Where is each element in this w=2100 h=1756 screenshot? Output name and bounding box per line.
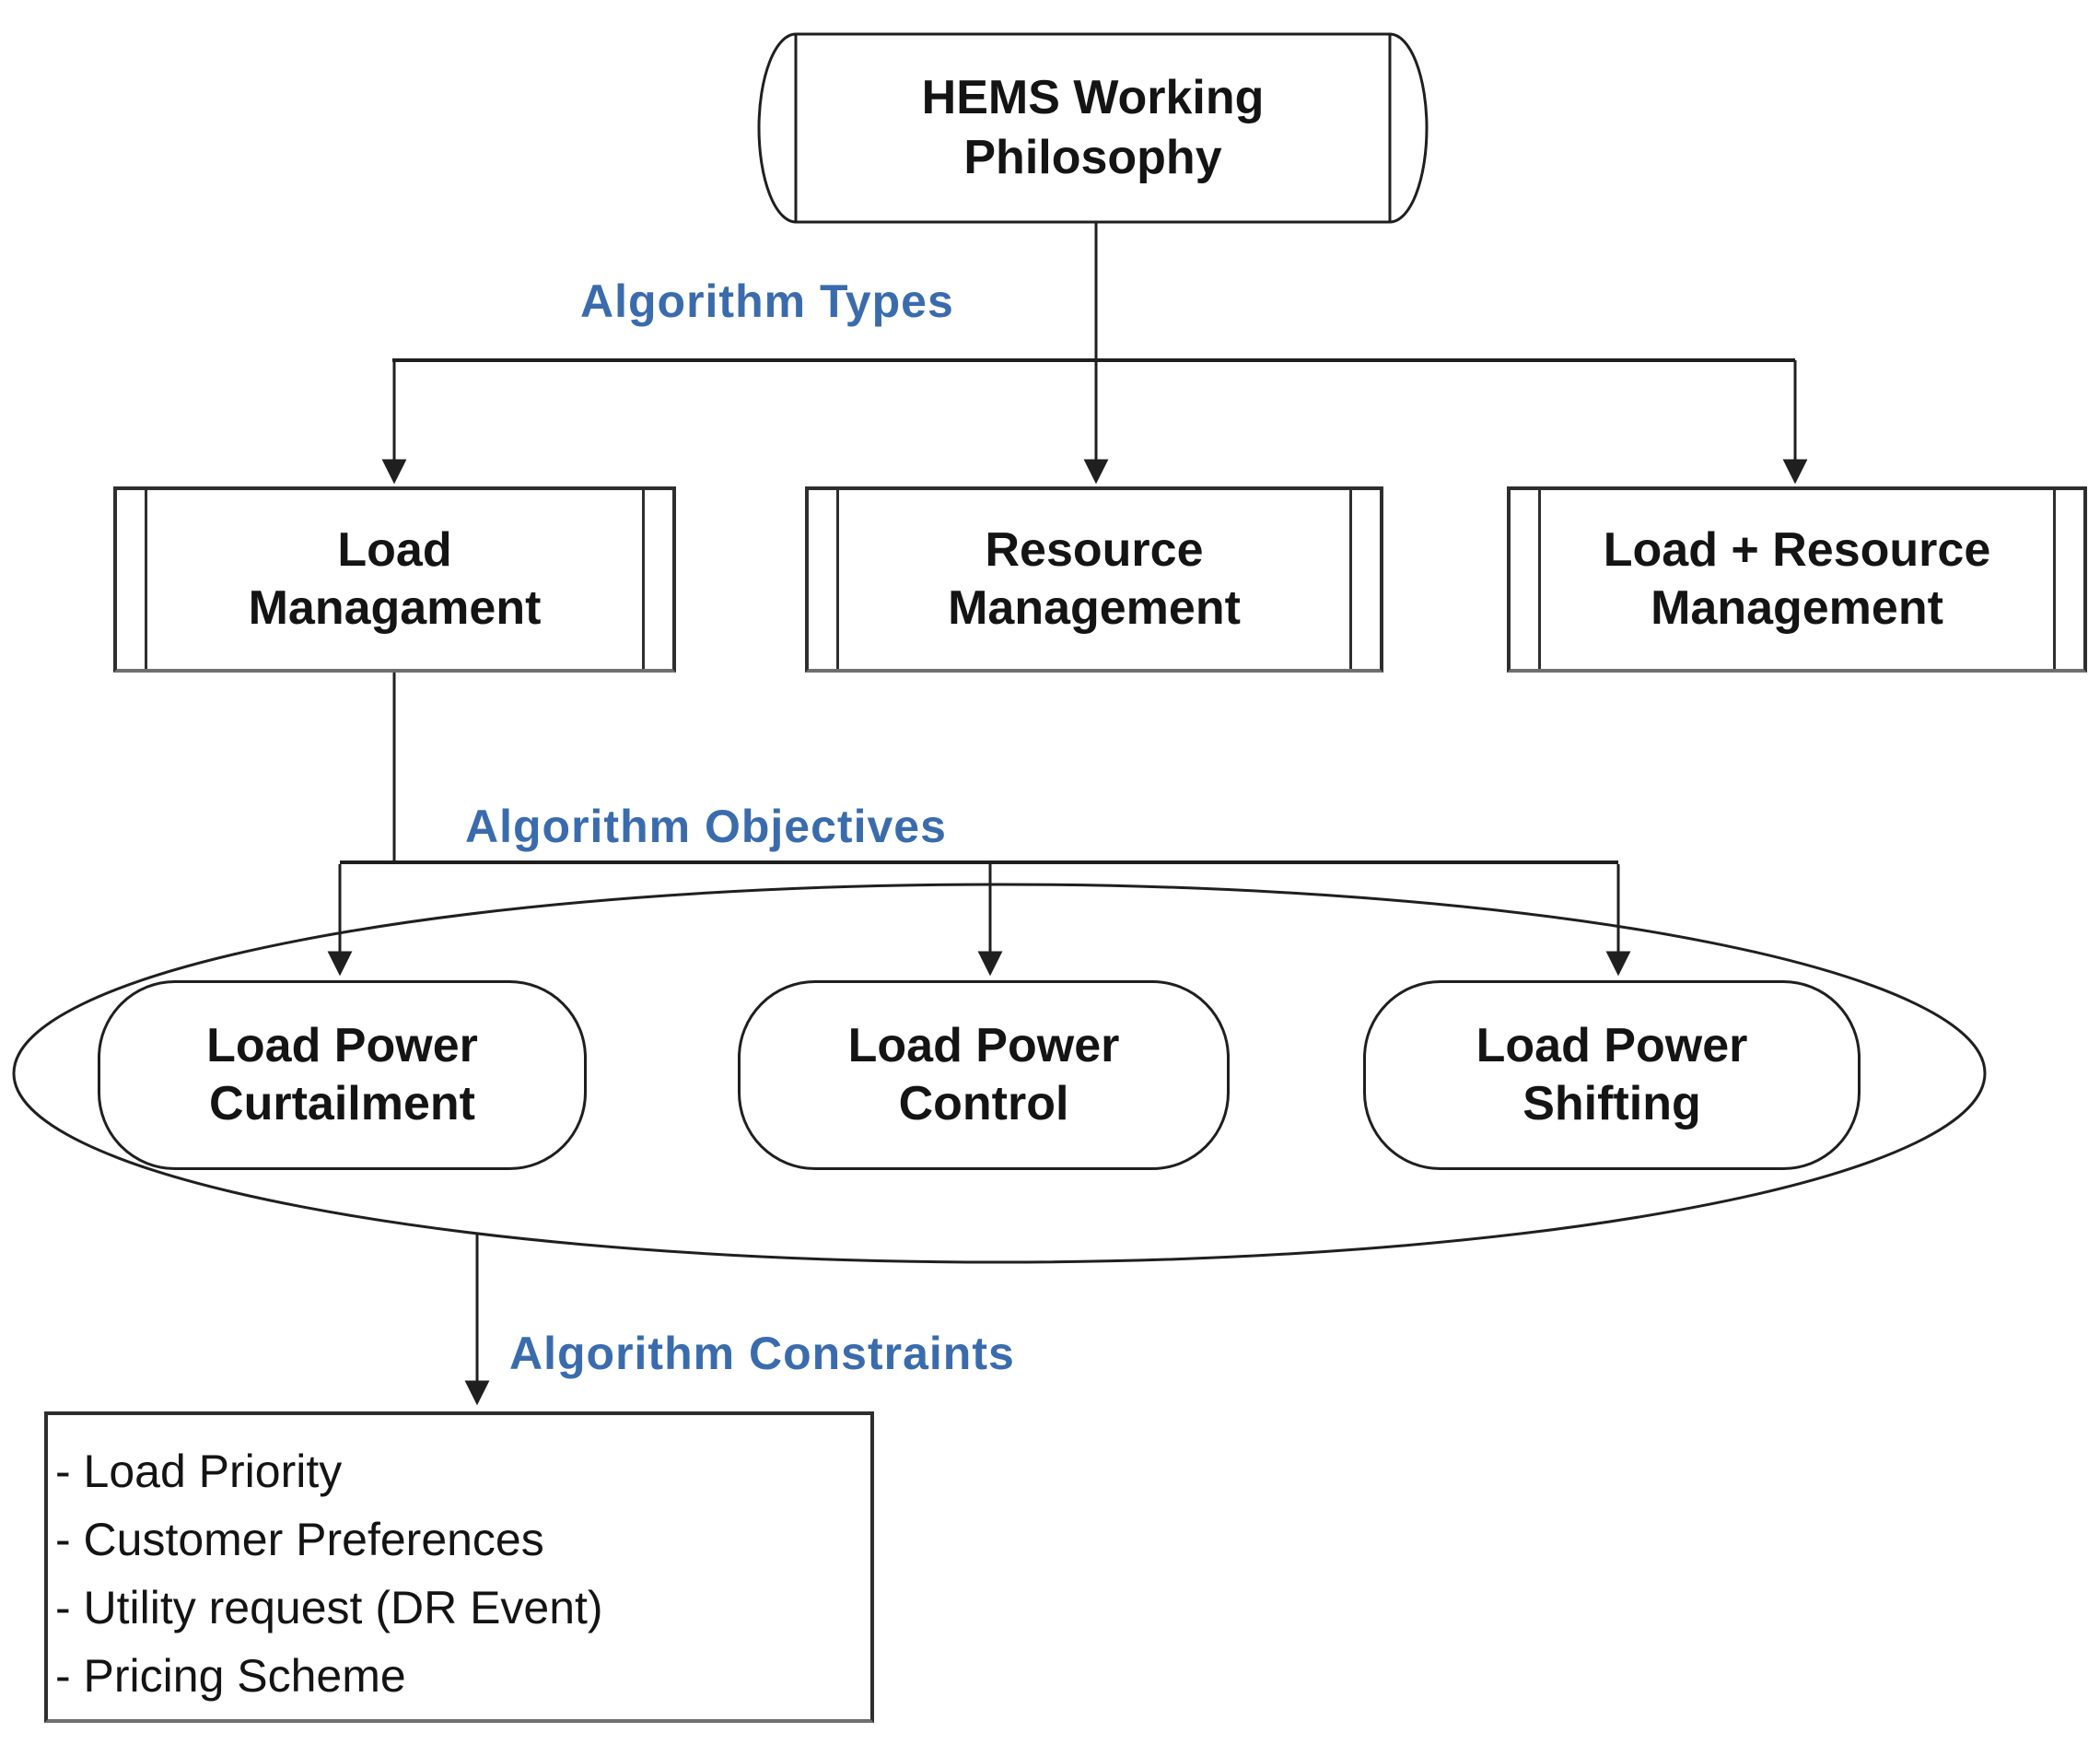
- type-node-label: Resource Management: [948, 522, 1241, 635]
- type-node-label: Load Managament: [248, 522, 542, 635]
- objective-node-load-power-shifting: Load Power Shifting: [1363, 980, 1861, 1170]
- proc-side-line: [1538, 490, 1541, 669]
- constraint-item: - Load Priority: [55, 1446, 343, 1497]
- objective-node-label: Load Power Shifting: [1476, 1018, 1748, 1130]
- type-node-load-management: Load Managament: [113, 486, 676, 673]
- constraint-item: - Customer Preferences: [55, 1514, 544, 1565]
- proc-side-line: [145, 490, 147, 669]
- algorithm-objectives-label: Algorithm Objectives: [465, 801, 947, 852]
- objective-node-load-power-curtailment: Load Power Curtailment: [98, 980, 587, 1170]
- root-node-outline: [757, 32, 1429, 224]
- constraint-item: - Utility request (DR Event): [55, 1582, 603, 1633]
- root-node: HEMS Working Philosophy: [796, 34, 1390, 222]
- objective-node-label: Load Power Control: [847, 1018, 1120, 1130]
- proc-side-line: [1349, 490, 1352, 669]
- type-node-resource-management: Resource Management: [805, 486, 1383, 673]
- objective-node-load-power-control: Load Power Control: [738, 980, 1230, 1170]
- algorithm-types-label: Algorithm Types: [580, 275, 954, 327]
- constraints-box: - Load Priority - Customer Preferences -…: [44, 1411, 874, 1723]
- proc-side-line: [836, 490, 839, 669]
- objectives-group-ellipse: [12, 883, 1987, 1264]
- proc-side-line: [642, 490, 645, 669]
- constraint-item: - Pricing Scheme: [55, 1650, 406, 1702]
- type-node-label: Load + Resource Management: [1603, 522, 1991, 635]
- objective-node-label: Load Power Curtailment: [206, 1018, 478, 1130]
- root-node-label: HEMS Working Philosophy: [921, 71, 1265, 184]
- proc-side-line: [2053, 490, 2056, 669]
- algorithm-constraints-label: Algorithm Constraints: [509, 1328, 1015, 1379]
- type-node-load-resource-management: Load + Resource Management: [1507, 486, 2087, 673]
